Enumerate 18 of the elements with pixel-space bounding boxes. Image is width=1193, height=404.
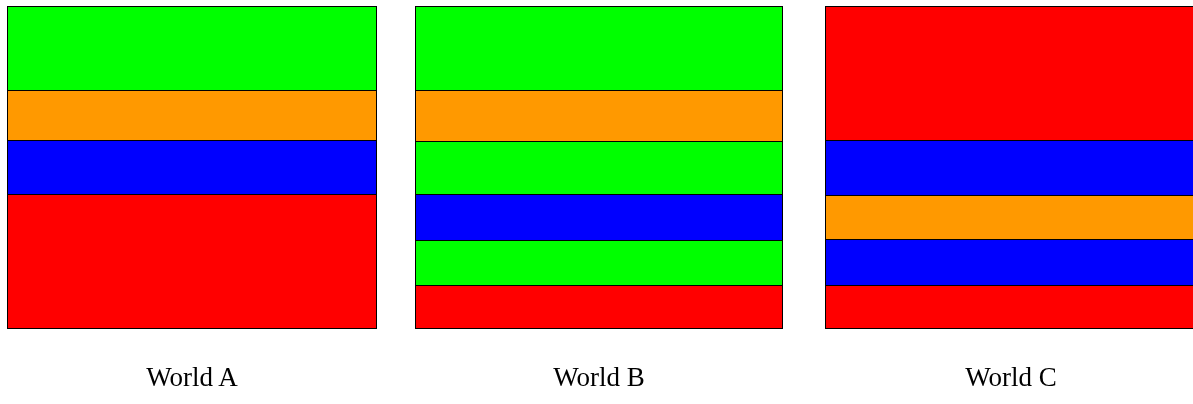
color-band <box>7 194 377 329</box>
color-band <box>415 6 783 91</box>
panel-label: World C <box>964 362 1058 393</box>
color-band <box>825 239 1193 286</box>
color-band <box>415 194 783 241</box>
color-band <box>415 90 783 142</box>
color-band <box>415 285 783 329</box>
color-band <box>415 141 783 195</box>
color-band <box>7 6 377 91</box>
color-band <box>7 90 377 141</box>
color-band <box>825 285 1193 329</box>
color-band <box>825 6 1193 141</box>
color-band <box>415 240 783 286</box>
panel-label: World B <box>552 362 646 393</box>
color-band <box>825 195 1193 240</box>
color-band <box>825 140 1193 196</box>
color-band <box>7 140 377 195</box>
panel-label: World A <box>145 362 239 393</box>
